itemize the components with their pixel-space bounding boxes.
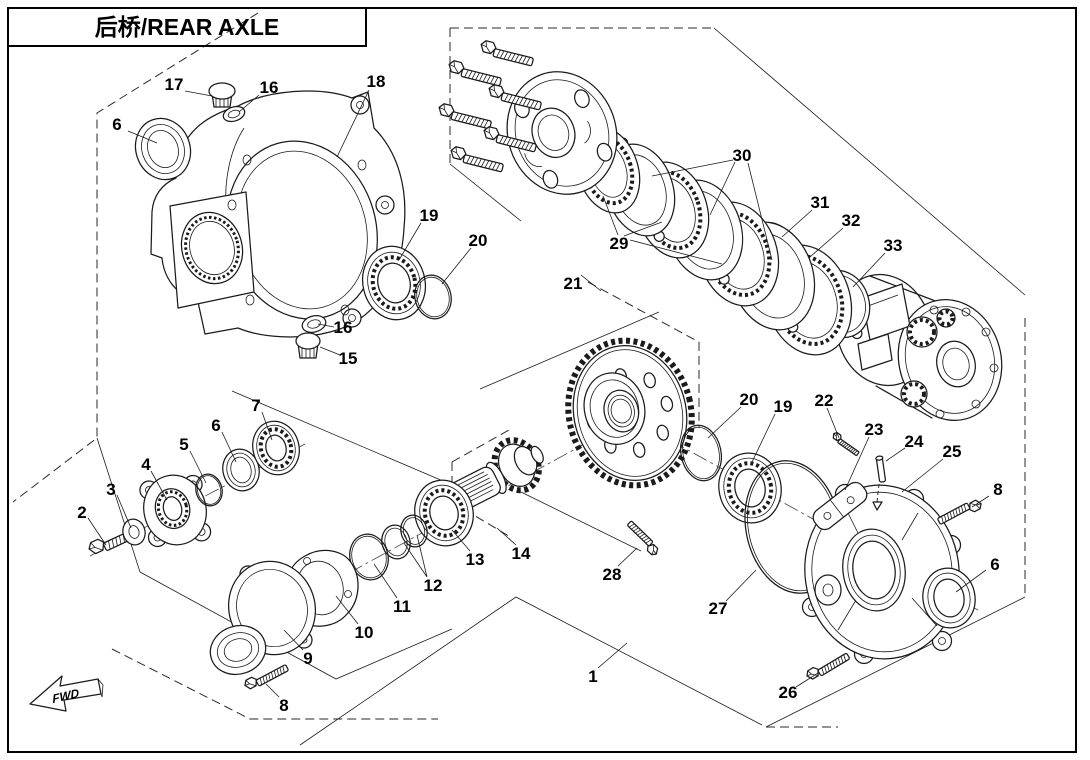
callout-25: 25 bbox=[943, 442, 962, 461]
callout-16a: 16 bbox=[260, 78, 279, 97]
callout-15: 15 bbox=[339, 349, 358, 368]
title-block: 后桥/REAR AXLE bbox=[8, 8, 366, 46]
callout-17: 17 bbox=[165, 75, 184, 94]
part-13-bearing bbox=[408, 474, 480, 552]
part-25-side-cover bbox=[794, 475, 971, 669]
callout-12: 12 bbox=[424, 576, 443, 595]
callout-6c: 6 bbox=[990, 555, 999, 574]
drawing-frame bbox=[8, 8, 1076, 752]
part-20-oring-upper bbox=[410, 271, 456, 322]
callout-7: 7 bbox=[251, 396, 260, 415]
callout-3: 3 bbox=[106, 480, 115, 499]
callout-28: 28 bbox=[603, 565, 622, 584]
fwd-label: FWD bbox=[52, 686, 80, 706]
callout-11: 11 bbox=[393, 597, 411, 616]
page-title: 后桥/REAR AXLE bbox=[95, 14, 279, 40]
part-29-30-clutch-plates bbox=[566, 119, 865, 366]
callout-32: 32 bbox=[842, 211, 861, 230]
part-28-bolt bbox=[623, 520, 662, 558]
part-15-drain-plug bbox=[296, 333, 320, 358]
part-23-bracket bbox=[810, 479, 871, 533]
part-18-gear-case bbox=[151, 91, 405, 337]
callout-4: 4 bbox=[141, 455, 151, 474]
callout-30: 30 bbox=[733, 146, 752, 165]
callout-8a: 8 bbox=[279, 696, 288, 715]
leader-lines bbox=[88, 90, 989, 697]
callout-20a: 20 bbox=[469, 231, 488, 250]
part-6-seal-small bbox=[218, 445, 264, 495]
callout-14: 14 bbox=[512, 544, 531, 563]
callout-24: 24 bbox=[905, 432, 924, 451]
part-17-plug bbox=[209, 83, 235, 107]
callout-22: 22 bbox=[815, 391, 834, 410]
fwd-direction-arrow: FWD bbox=[30, 676, 103, 711]
callout-6a: 6 bbox=[112, 115, 121, 134]
part-6-seal-right bbox=[918, 564, 980, 632]
part-ring-gear bbox=[553, 327, 707, 498]
callout-33: 33 bbox=[884, 236, 903, 255]
part-5-oring bbox=[192, 471, 225, 509]
callout-26: 26 bbox=[779, 683, 798, 702]
callout-31: 31 bbox=[811, 193, 830, 212]
callout-18: 18 bbox=[367, 72, 386, 91]
callout-27: 27 bbox=[709, 599, 728, 618]
callout-6b: 6 bbox=[211, 416, 220, 435]
part-20-oring-right bbox=[676, 421, 727, 484]
part-22-bolt-small bbox=[830, 431, 862, 457]
part-19-bearing-upper bbox=[355, 240, 433, 327]
callout-21: 21 bbox=[564, 274, 583, 293]
callout-19a: 19 bbox=[420, 206, 439, 225]
callout-2: 2 bbox=[77, 503, 86, 522]
callout-20b: 20 bbox=[740, 390, 759, 409]
part-16-washer-top bbox=[221, 104, 246, 124]
exploded-view-boundary bbox=[13, 13, 1025, 745]
part-7-bearing bbox=[247, 416, 305, 480]
callout-1: 1 bbox=[588, 667, 597, 686]
part-6-oil-seal-left bbox=[127, 111, 199, 188]
callout-13: 13 bbox=[466, 550, 485, 569]
part-16-washer-bottom bbox=[300, 313, 327, 335]
callout-19b: 19 bbox=[774, 397, 793, 416]
part-24-pin bbox=[873, 456, 886, 510]
part-9-bearing-housing bbox=[204, 550, 327, 681]
callout-labels: 1 2 3 4 5 6 6 6 7 8 8 9 10 11 12 13 14 1… bbox=[77, 72, 1002, 715]
part-4-flange bbox=[134, 468, 216, 555]
callout-16b: 16 bbox=[334, 318, 353, 337]
part-3-washer bbox=[120, 517, 148, 548]
callout-8b: 8 bbox=[993, 480, 1002, 499]
callout-5: 5 bbox=[179, 435, 188, 454]
callout-23: 23 bbox=[865, 420, 884, 439]
callout-9: 9 bbox=[303, 649, 312, 668]
callout-10: 10 bbox=[355, 623, 374, 642]
callout-29: 29 bbox=[610, 234, 629, 253]
